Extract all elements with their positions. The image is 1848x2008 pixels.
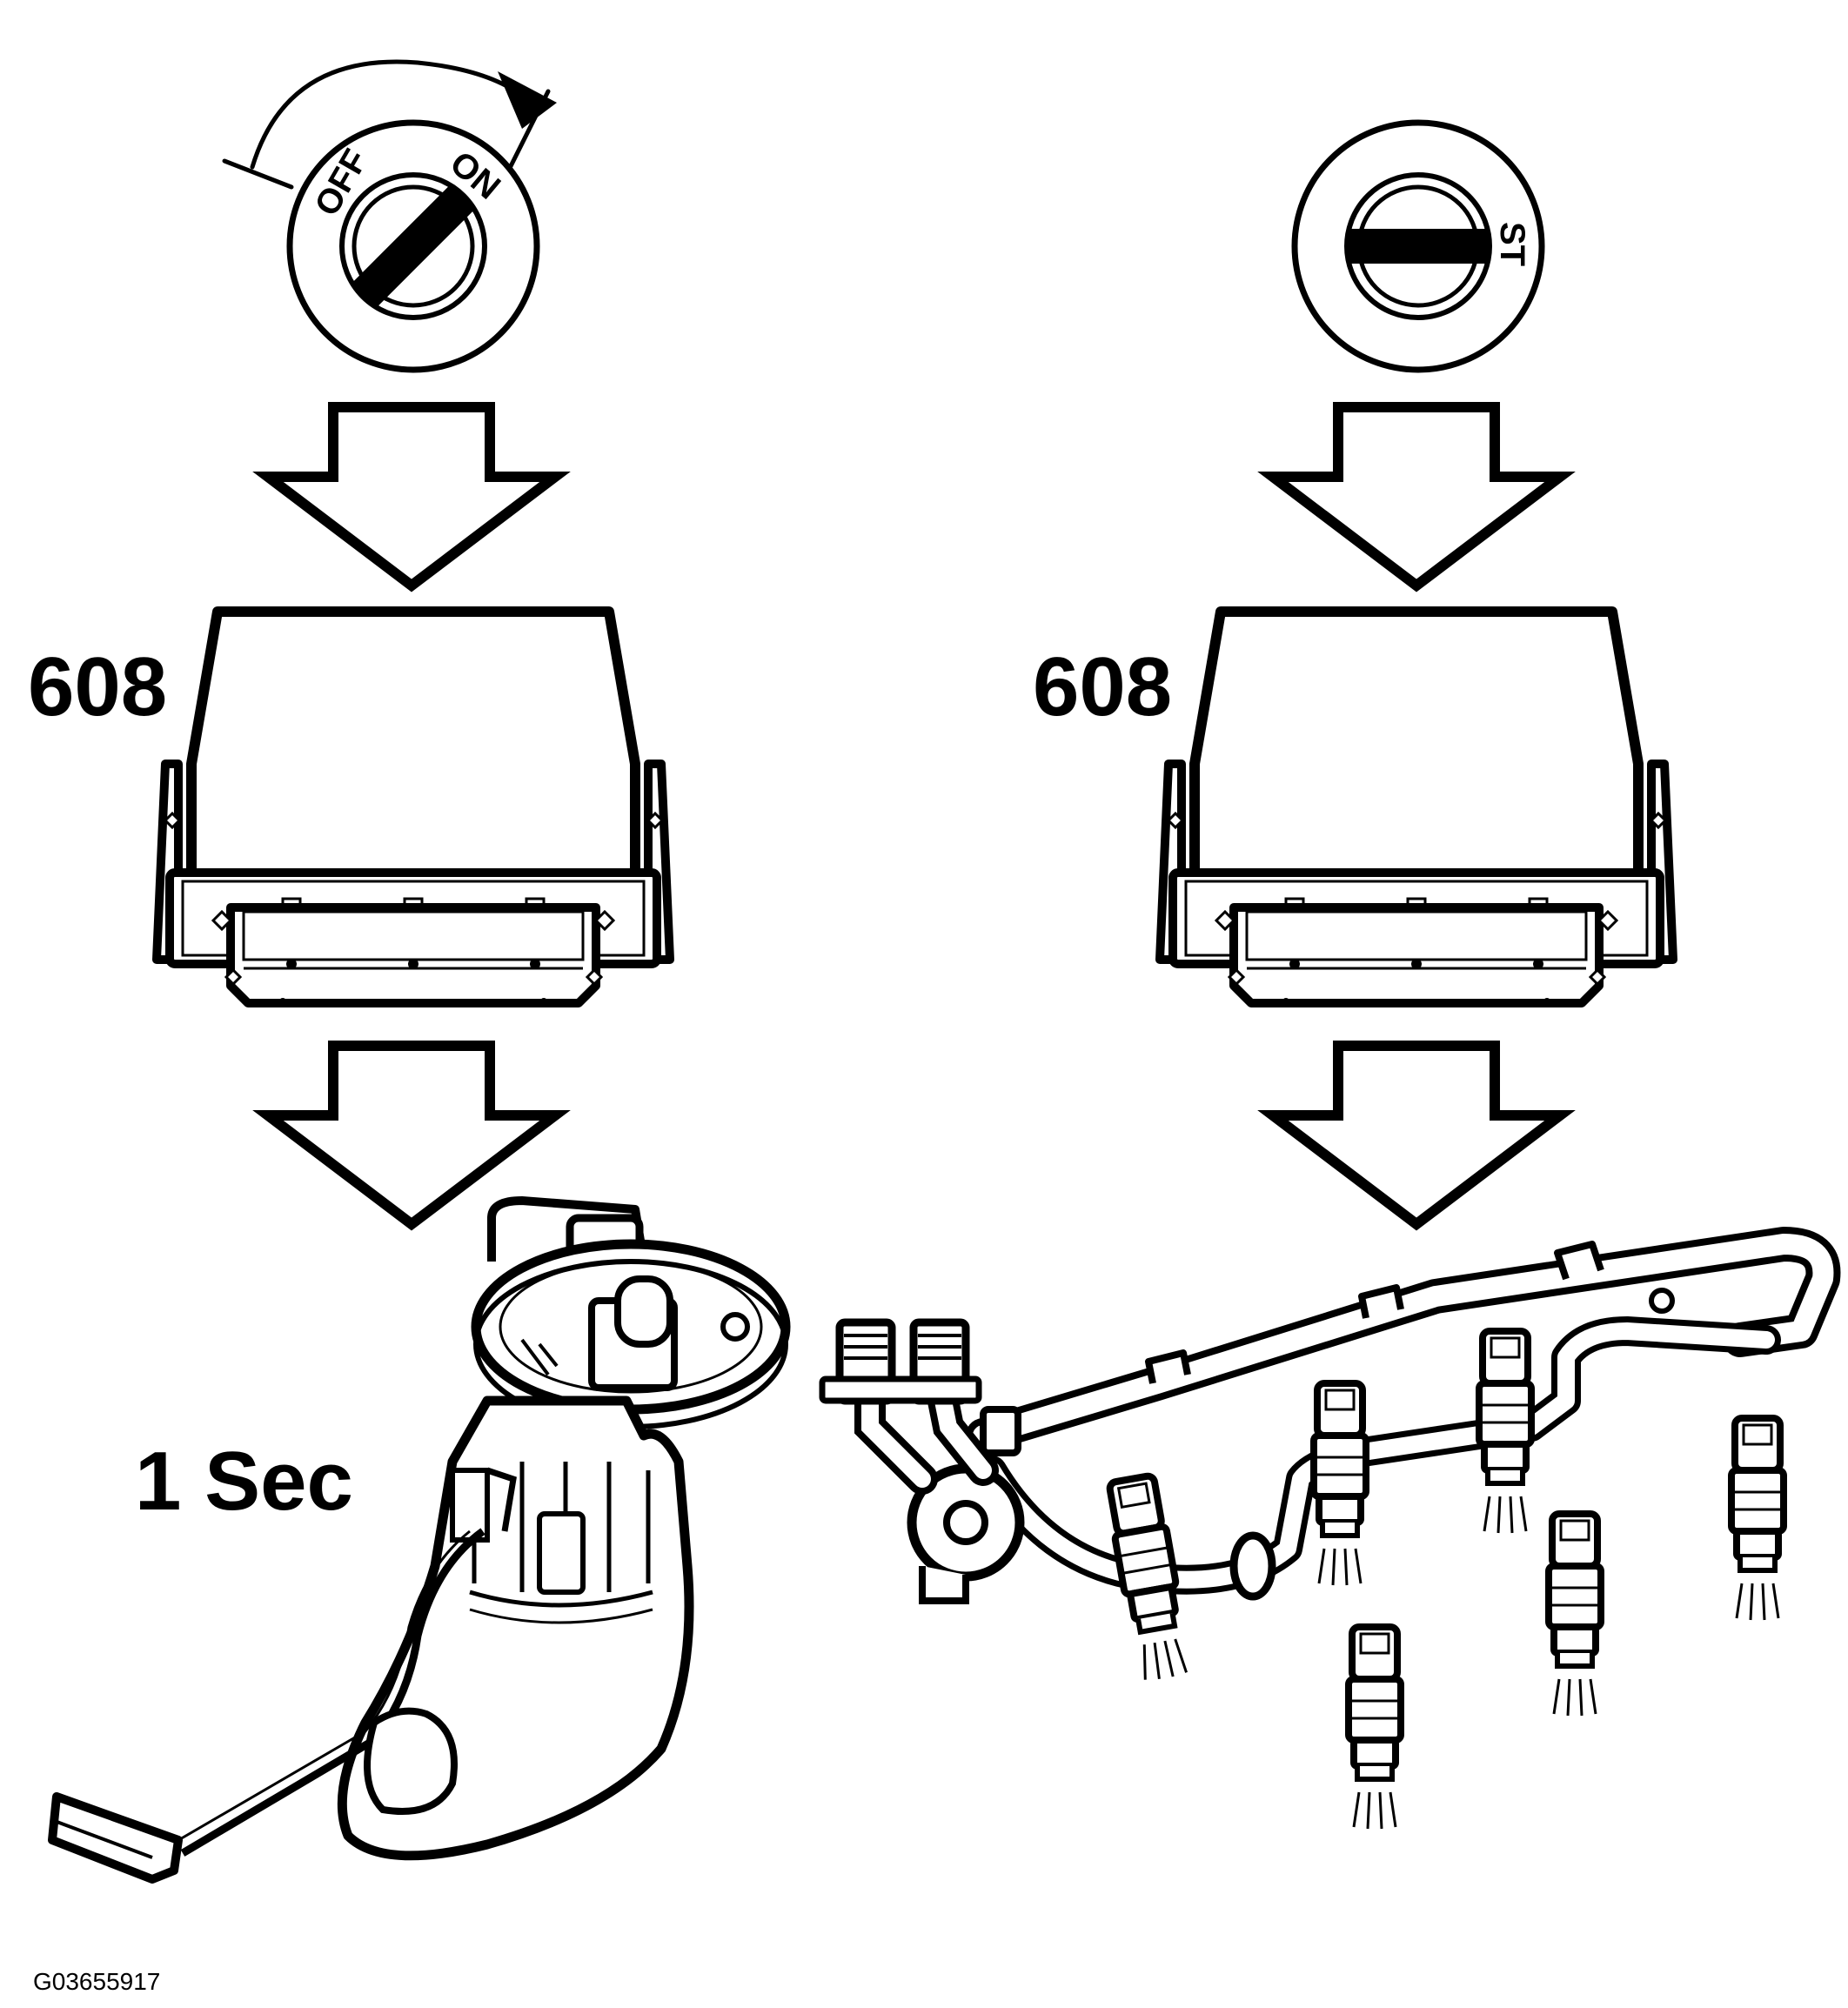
- module-label: 608: [28, 640, 167, 733]
- figure-id: G03655917: [33, 1968, 160, 1995]
- fuel-injector-icon: [1314, 1383, 1366, 1585]
- fuel-injector-icon: [1349, 1627, 1401, 1829]
- module-label-right: 608: [1033, 640, 1172, 733]
- duration-label: 1 Sec: [135, 1435, 353, 1528]
- ignition-switch-icon: OFF ON: [286, 119, 540, 373]
- control-module-icon: [157, 612, 670, 1005]
- fuel-injector-icon: [1479, 1331, 1531, 1533]
- fuel-injector-rail-icon: [819, 1227, 1841, 1604]
- switch-start-label: ST: [1493, 222, 1531, 266]
- down-arrow-icon: [1273, 1046, 1560, 1224]
- down-arrow-icon: [1273, 407, 1560, 586]
- fuel-pump-icon: [48, 1196, 791, 1884]
- control-module-icon: [1160, 612, 1673, 1005]
- fuel-injector-icon: [1549, 1514, 1601, 1716]
- ignition-switch-start-icon: ST: [1291, 119, 1545, 373]
- fuel-injector-icon: [1731, 1418, 1784, 1620]
- down-arrow-icon: [268, 407, 555, 586]
